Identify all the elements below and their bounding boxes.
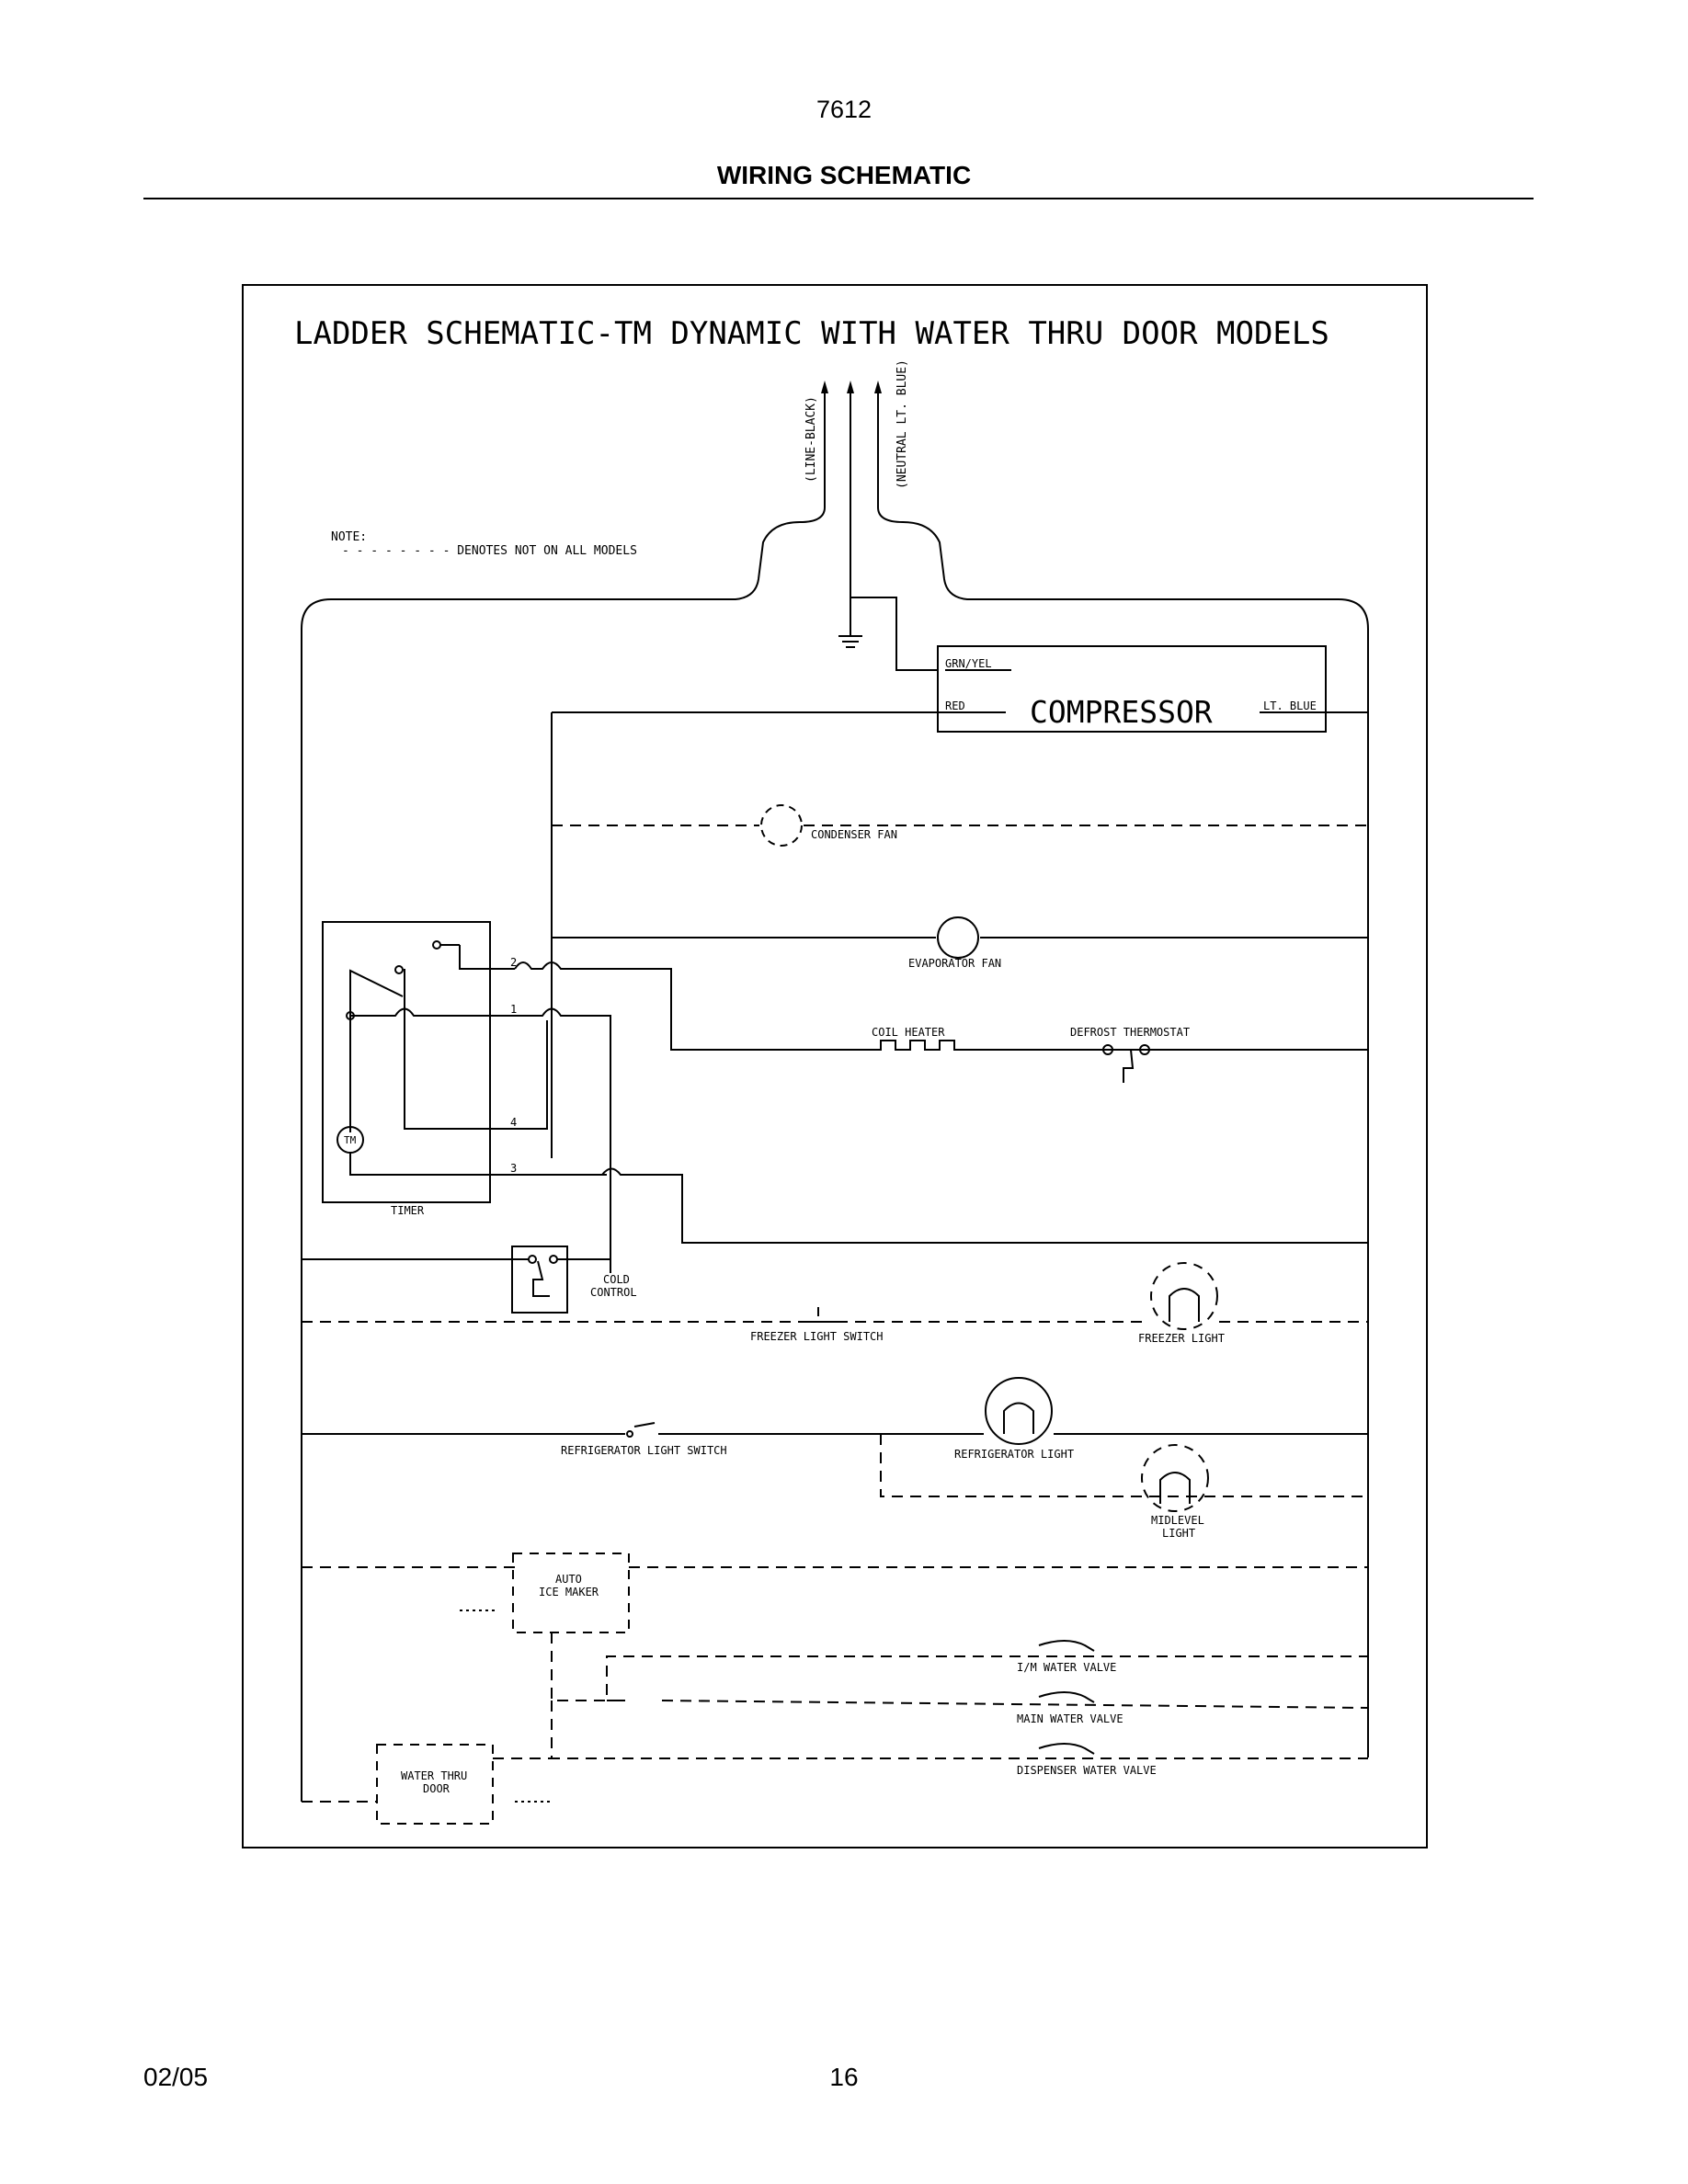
main-water-valve-label: MAIN WATER VALVE — [1017, 1712, 1123, 1725]
im-water-valve-label: I/M WATER VALVE — [1017, 1661, 1116, 1674]
condenser-fan-label: CONDENSER FAN — [811, 828, 897, 841]
timer-label: TIMER — [391, 1204, 425, 1217]
compressor-wire-blue: LT. BLUE — [1263, 700, 1317, 712]
timer-terminal-3: 3 — [510, 1162, 517, 1175]
model-number: 7612 — [815, 96, 873, 123]
refrigerator-light-label: REFRIGERATOR LIGHT — [954, 1448, 1074, 1461]
compressor-label: COMPRESSOR — [1030, 694, 1213, 730]
cold-control-label: COLD — [603, 1273, 630, 1286]
coil-heater-label: COIL HEATER — [872, 1026, 945, 1039]
timer-terminal-4: 4 — [510, 1116, 517, 1129]
timer-terminal-2: 2 — [510, 956, 517, 969]
footer-date: 02/05 — [143, 2063, 209, 2091]
terminal-2-wire — [514, 961, 868, 1051]
compressor-wire-red: RED — [945, 700, 965, 712]
footer-page-number: 16 — [829, 2063, 859, 2091]
defrost-thermostat-label: DEFROST THERMOSTAT — [1070, 1026, 1190, 1039]
timer-motor-label: TM — [344, 1134, 357, 1146]
evaporator-fan-label: EVAPORATOR FAN — [908, 957, 1001, 970]
note-text: - - - - - - - - DENOTES NOT ON ALL MODEL… — [342, 544, 637, 558]
terminal-1-wire — [350, 1007, 611, 1273]
main-water-valve-symbol — [1038, 1691, 1095, 1703]
freezer-light-symbol — [1150, 1262, 1218, 1330]
midlevel-light-symbol — [1141, 1444, 1209, 1512]
water-thru-door-label-2: DOOR — [423, 1782, 451, 1795]
schematic-frame — [242, 284, 1428, 1848]
im-water-valve-symbol — [1038, 1640, 1095, 1652]
ice-maker-label-2: ICE MAKER — [539, 1586, 599, 1598]
cold-control-label-2: CONTROL — [590, 1286, 637, 1299]
dispenser-water-valve-label: DISPENSER WATER VALVE — [1017, 1764, 1157, 1777]
water-thru-door-label: WATER THRU — [401, 1769, 467, 1782]
compressor-wire-ground: GRN/YEL — [945, 657, 992, 670]
note-label: NOTE: — [331, 530, 367, 544]
water-thru-door-box — [376, 1744, 494, 1825]
compressor-box — [937, 645, 1327, 733]
line-label: (LINE-BLACK) — [804, 396, 818, 483]
coil-heater-symbol — [868, 1040, 1166, 1051]
refrigerator-light-symbol — [985, 1377, 1053, 1445]
ground-lead — [850, 507, 938, 671]
terminal-3-wire — [350, 1167, 1368, 1244]
condenser-fan-symbol — [760, 804, 803, 847]
cold-control-box — [511, 1246, 568, 1314]
defrost-thermostat-symbol — [1112, 1049, 1135, 1083]
schematic-title: LADDER SCHEMATIC-TM DYNAMIC WITH WATER T… — [294, 315, 1329, 352]
neutral-label: (NEUTRAL LT. BLUE) — [895, 359, 909, 489]
midlevel-light-label: MIDLEVEL — [1151, 1514, 1204, 1527]
ice-maker-box — [512, 1553, 630, 1633]
timer-box — [322, 921, 491, 1203]
timer-terminal-1: 1 — [510, 1003, 517, 1016]
evaporator-fan-symbol — [937, 916, 979, 959]
line-bus — [301, 506, 826, 1802]
freezer-light-label: FREEZER LIGHT — [1138, 1332, 1225, 1345]
ice-maker-label: AUTO — [555, 1573, 582, 1586]
dispenser-water-valve-symbol — [1038, 1743, 1095, 1755]
section-title: WIRING SCHEMATIC — [716, 161, 972, 189]
neutral-bus — [877, 506, 1369, 1757]
midlevel-light-label-2: LIGHT — [1162, 1527, 1195, 1540]
header-divider — [143, 198, 1534, 199]
freezer-light-switch-label: FREEZER LIGHT SWITCH — [750, 1330, 884, 1343]
refrigerator-light-switch-label: REFRIGERATOR LIGHT SWITCH — [561, 1444, 727, 1457]
